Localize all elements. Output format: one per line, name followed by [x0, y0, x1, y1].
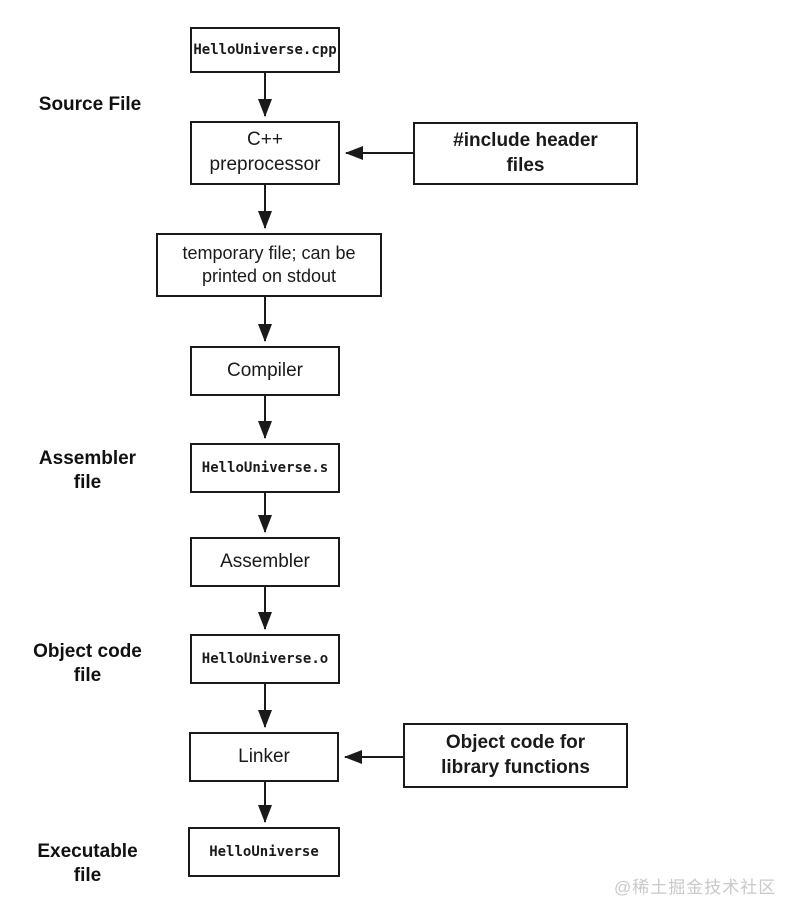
node-temp-file-box: temporary file; can be printed on stdout: [156, 233, 382, 297]
stage-label-source-file: Source File: [38, 94, 142, 115]
node-library-objects-label: Object code for library functions: [441, 731, 590, 778]
node-linker-label: Linker: [238, 745, 290, 767]
node-compiler-label: Compiler: [226, 359, 304, 381]
stage-label-object-code-file: Object code file: [33, 641, 142, 687]
stage-label-executable-file: Executable file: [37, 841, 138, 887]
node-temp-file-label: temporary file; can be printed on stdout: [182, 242, 356, 286]
node-object-file-box: HelloUniverse.o: [190, 634, 340, 684]
node-assembler-box: Assembler: [190, 537, 340, 587]
node-assembly-file-box: HelloUniverse.s: [190, 443, 340, 493]
stage-label-assembler-file: Assembler file: [38, 448, 137, 494]
node-preprocessor-box: C++ preprocessor: [190, 121, 340, 185]
node-include-headers-label: #include header files: [453, 129, 598, 176]
node-include-headers-box: #include header files: [413, 122, 638, 185]
node-preprocessor-label: C++ preprocessor: [209, 129, 321, 175]
node-library-objects-box: Object code for library functions: [403, 723, 628, 788]
node-linker-box: Linker: [189, 732, 339, 782]
node-object-file-label: HelloUniverse.o: [201, 650, 329, 667]
node-executable-box: HelloUniverse: [188, 827, 340, 877]
node-compiler-box: Compiler: [190, 346, 340, 396]
node-source-file-box: HelloUniverse.cpp: [190, 27, 340, 73]
node-assembler-label: Assembler: [220, 550, 310, 572]
node-executable-label: HelloUniverse: [209, 843, 319, 860]
community-watermark: @稀土掘金技术社区: [614, 878, 777, 897]
node-assembly-file-label: HelloUniverse.s: [201, 459, 329, 476]
node-source-file-label: HelloUniverse.cpp: [193, 41, 337, 58]
